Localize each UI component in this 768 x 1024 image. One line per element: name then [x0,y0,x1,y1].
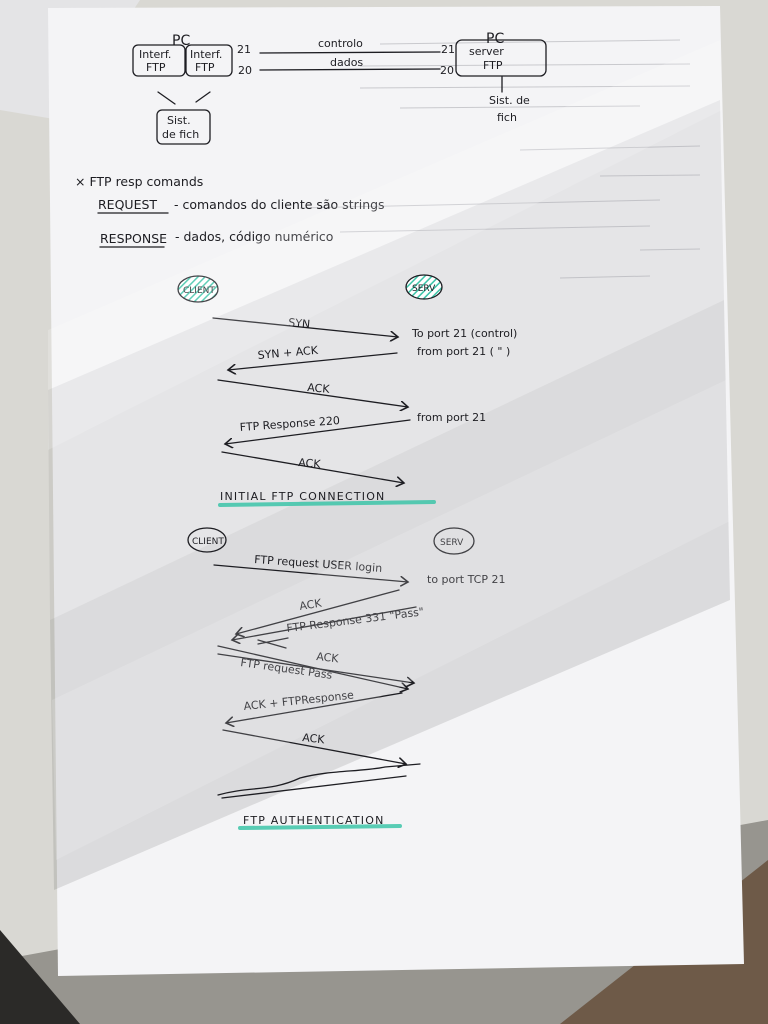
scribble-base [221,775,407,799]
msg-arrow [213,564,408,582]
msg-arrow [225,419,411,444]
ftp-architecture-sketch: PC Interf. FTP Interf. FTP 21 20 control… [132,31,547,145]
right-box-server [455,39,547,77]
msg-arrow [221,451,404,483]
caption-highlight [218,500,436,507]
diagram-caption: INITIAL FTP CONNECTION [220,490,386,503]
side-note: to port TCP 21 [427,573,505,586]
commands-notes: × FTP resp comands REQUEST - comandos do… [75,174,385,248]
paper-sheet [48,6,744,976]
left-box-2-line-2: FTP [195,61,215,74]
msg-arrow [217,653,414,683]
control-label: controlo [318,37,363,50]
diagram-caption: FTP AUTHENTICATION [243,814,385,827]
left-port-21: 21 [237,43,251,56]
server-label-1: SERV [412,284,436,294]
side-note: from port 21 ( " ) [417,345,510,358]
request-label: REQUEST [98,197,157,212]
sunlight-streak [48,40,722,450]
right-pc-label: PC [486,31,504,47]
paper-shadow-band [50,300,730,890]
side-note: from port 21 [417,411,486,424]
msg-label: ACK [316,650,340,665]
table-dark-corner [0,930,80,1024]
left-diag-line-1 [157,91,176,105]
right-port-21: 21 [441,43,455,56]
right-box-line-1: server [469,45,504,58]
response-label: RESPONSE [100,231,167,246]
msg-arrow [236,589,400,634]
left-box-2-line-1: Interf. [190,48,222,61]
left-fs-box [156,109,211,145]
right-below-line-1: Sist. de [489,94,530,107]
left-diag-line-2 [195,91,211,103]
msg-arrow [217,379,408,407]
right-below-line-2: fich [497,111,517,124]
server-label-2: SERV [440,538,464,548]
client-node-1 [177,275,219,303]
msg-arrow [228,352,398,370]
bleed-through-writing [299,39,701,279]
client-node-2 [187,527,227,553]
msg-label: ACK [302,731,326,746]
left-port-20: 20 [238,64,252,77]
scribble-line [217,763,421,796]
left-box-interface [132,44,186,77]
left-below-line-2: de fich [162,128,199,141]
msg-label: SYN + ACK [257,344,319,362]
msg-arrow [226,692,403,723]
server-node-1 [405,274,443,300]
request-text: - comandos do cliente são strings [174,197,385,212]
msg-label: SYN [288,316,311,331]
data-label: dados [330,56,363,69]
paper-shadow-band [48,100,724,620]
msg-label: ACK [298,597,323,613]
msg-arrow [212,317,398,337]
left-box-interface-2 [185,44,233,77]
client-label-1: CLIENT [183,286,215,296]
notes-heading: × FTP resp comands [75,174,203,189]
right-box-line-2: FTP [483,59,503,72]
right-port-20: 20 [440,64,454,77]
crossed-out-word [257,637,289,649]
side-note: To port 21 (control) [411,327,517,340]
client-label-2: CLIENT [192,537,224,547]
caption-highlight [238,824,402,830]
msg-label: ACK [298,456,322,471]
msg-arrow [222,729,406,764]
server-node-2 [433,527,475,555]
response-text: - dados, código numérico [175,229,333,244]
sunlight-streak [52,380,732,860]
left-box-1-line-2: FTP [146,61,166,74]
left-below-line-1: Sist. [167,114,191,127]
data-line [259,68,441,71]
control-line [259,51,441,54]
left-box-1-line-1: Interf. [139,48,171,61]
msg-label: ACK [307,381,331,396]
msg-arrow [232,606,417,640]
